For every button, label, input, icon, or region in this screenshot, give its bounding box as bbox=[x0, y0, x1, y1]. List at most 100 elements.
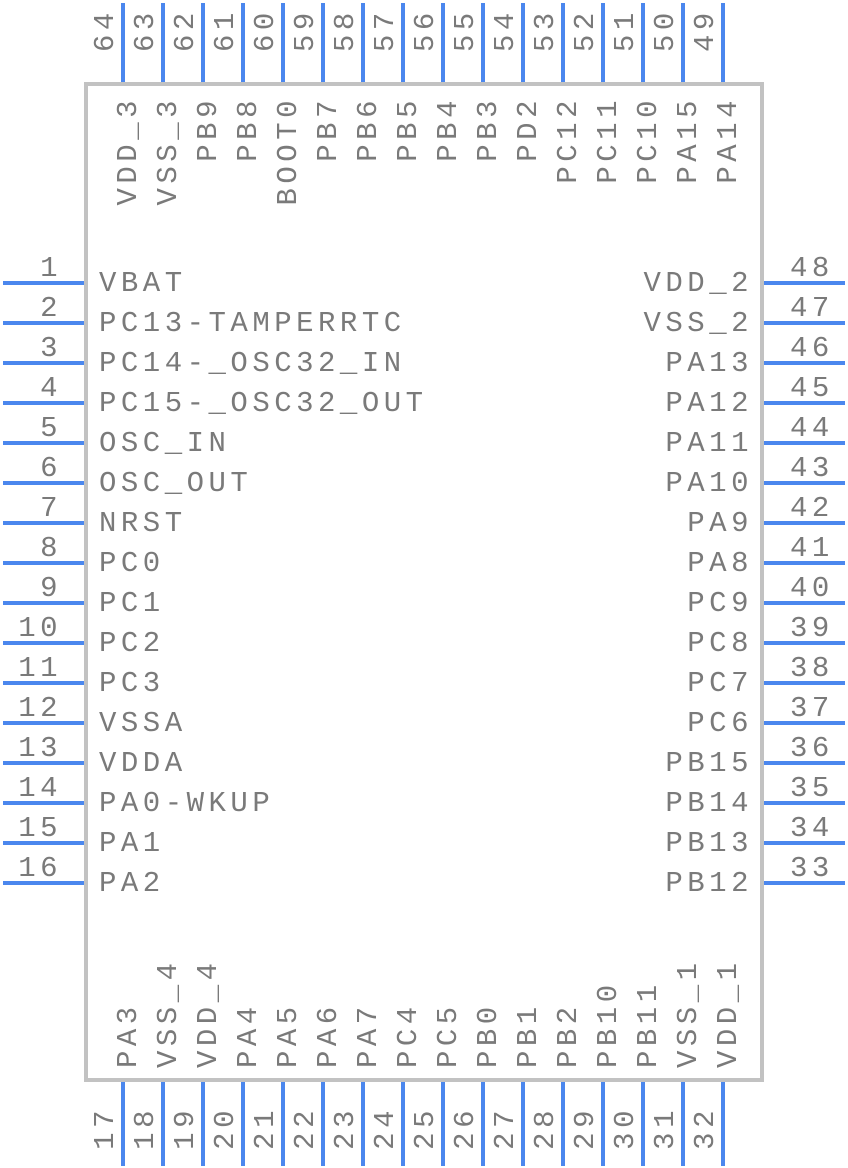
pin-name: PB7 bbox=[312, 96, 345, 162]
pin-line bbox=[721, 3, 725, 82]
pin-name: PA8 bbox=[687, 547, 753, 580]
pin-line bbox=[3, 561, 84, 565]
pin-name: PB6 bbox=[352, 96, 385, 162]
pin-line bbox=[281, 3, 285, 82]
pin-number: 64 bbox=[89, 8, 122, 52]
pin-number: 41 bbox=[790, 532, 834, 565]
pin-name: PC5 bbox=[432, 1002, 465, 1068]
pin-line bbox=[764, 801, 845, 805]
chip-body bbox=[84, 82, 764, 1082]
pin-line bbox=[481, 3, 485, 82]
pin-name: OSC_OUT bbox=[99, 467, 253, 500]
pin-line bbox=[561, 1082, 565, 1166]
pin-name: PB5 bbox=[392, 96, 425, 162]
pin-name: PA2 bbox=[99, 867, 165, 900]
pin-line bbox=[3, 481, 84, 485]
pin-line bbox=[764, 281, 845, 285]
pin-line bbox=[161, 3, 165, 82]
pin-number: 62 bbox=[169, 8, 202, 52]
pin-line bbox=[561, 3, 565, 82]
pin-line bbox=[3, 401, 84, 405]
pin-name: VDD_3 bbox=[112, 96, 145, 206]
pin-line bbox=[764, 321, 845, 325]
pin-line bbox=[3, 441, 84, 445]
pin-name: VSS_2 bbox=[643, 307, 753, 340]
pin-number: 7 bbox=[40, 492, 62, 525]
pin-name: PB4 bbox=[432, 96, 465, 162]
pin-line bbox=[681, 1082, 685, 1166]
pin-name: VDD_1 bbox=[712, 958, 745, 1068]
pin-number: 57 bbox=[369, 8, 402, 52]
pin-line bbox=[764, 521, 845, 525]
pin-number: 21 bbox=[249, 1106, 282, 1150]
pin-number: 27 bbox=[489, 1106, 522, 1150]
pin-line bbox=[401, 3, 405, 82]
pin-line bbox=[121, 3, 125, 82]
pin-name: PC0 bbox=[99, 547, 165, 580]
pin-number: 43 bbox=[790, 452, 834, 485]
pin-name: OSC_IN bbox=[99, 427, 231, 460]
pin-number: 12 bbox=[18, 692, 62, 725]
pin-number: 38 bbox=[790, 652, 834, 685]
pin-line bbox=[201, 3, 205, 82]
pin-name: PB2 bbox=[552, 1002, 585, 1068]
pin-number: 42 bbox=[790, 492, 834, 525]
pin-name: VSS_1 bbox=[672, 958, 705, 1068]
pin-name: PA3 bbox=[112, 1002, 145, 1068]
pin-number: 54 bbox=[489, 8, 522, 52]
pin-line bbox=[3, 881, 84, 885]
pin-line bbox=[161, 1082, 165, 1166]
pin-line bbox=[681, 3, 685, 82]
pin-name: PB1 bbox=[512, 1002, 545, 1068]
pin-number: 22 bbox=[289, 1106, 322, 1150]
pin-name: PA1 bbox=[99, 827, 165, 860]
pin-number: 63 bbox=[129, 8, 162, 52]
pin-name: VSS_4 bbox=[152, 958, 185, 1068]
pin-name: PB8 bbox=[232, 96, 265, 162]
pin-name: PA0-WKUP bbox=[99, 787, 275, 820]
pin-number: 47 bbox=[790, 292, 834, 325]
pin-number: 13 bbox=[18, 732, 62, 765]
pin-number: 39 bbox=[790, 612, 834, 645]
pin-line bbox=[321, 3, 325, 82]
pin-line bbox=[3, 761, 84, 765]
pin-number: 44 bbox=[790, 412, 834, 445]
pin-line bbox=[441, 1082, 445, 1166]
pin-line bbox=[201, 1082, 205, 1166]
pin-line bbox=[281, 1082, 285, 1166]
pin-number: 6 bbox=[40, 452, 62, 485]
pin-line bbox=[764, 601, 845, 605]
pin-name: PB13 bbox=[665, 827, 753, 860]
pin-line bbox=[764, 881, 845, 885]
pin-number: 51 bbox=[609, 8, 642, 52]
pin-line bbox=[3, 841, 84, 845]
pin-name: PC11 bbox=[592, 96, 625, 184]
pin-line bbox=[3, 361, 84, 365]
pin-line bbox=[3, 281, 84, 285]
pin-name: PC3 bbox=[99, 667, 165, 700]
pin-number: 2 bbox=[40, 292, 62, 325]
pin-name: PB12 bbox=[665, 867, 753, 900]
pin-name: PC8 bbox=[687, 627, 753, 660]
pin-name: PA5 bbox=[272, 1002, 305, 1068]
pin-number: 18 bbox=[129, 1106, 162, 1150]
pin-number: 30 bbox=[609, 1106, 642, 1150]
pin-name: VDDA bbox=[99, 747, 187, 780]
pin-name: PA10 bbox=[665, 467, 753, 500]
pin-line bbox=[321, 1082, 325, 1166]
pin-line bbox=[764, 441, 845, 445]
pin-number: 26 bbox=[449, 1106, 482, 1150]
pin-name: PB10 bbox=[592, 980, 625, 1068]
pin-name: PB11 bbox=[632, 980, 665, 1068]
pin-number: 40 bbox=[790, 572, 834, 605]
pin-number: 53 bbox=[529, 8, 562, 52]
pin-number: 8 bbox=[40, 532, 62, 565]
pin-number: 10 bbox=[18, 612, 62, 645]
pin-number: 50 bbox=[649, 8, 682, 52]
pin-number: 11 bbox=[18, 652, 62, 685]
pin-number: 29 bbox=[569, 1106, 602, 1150]
pin-number: 15 bbox=[18, 812, 62, 845]
pin-line bbox=[241, 3, 245, 82]
pin-line bbox=[3, 321, 84, 325]
pin-number: 16 bbox=[18, 852, 62, 885]
